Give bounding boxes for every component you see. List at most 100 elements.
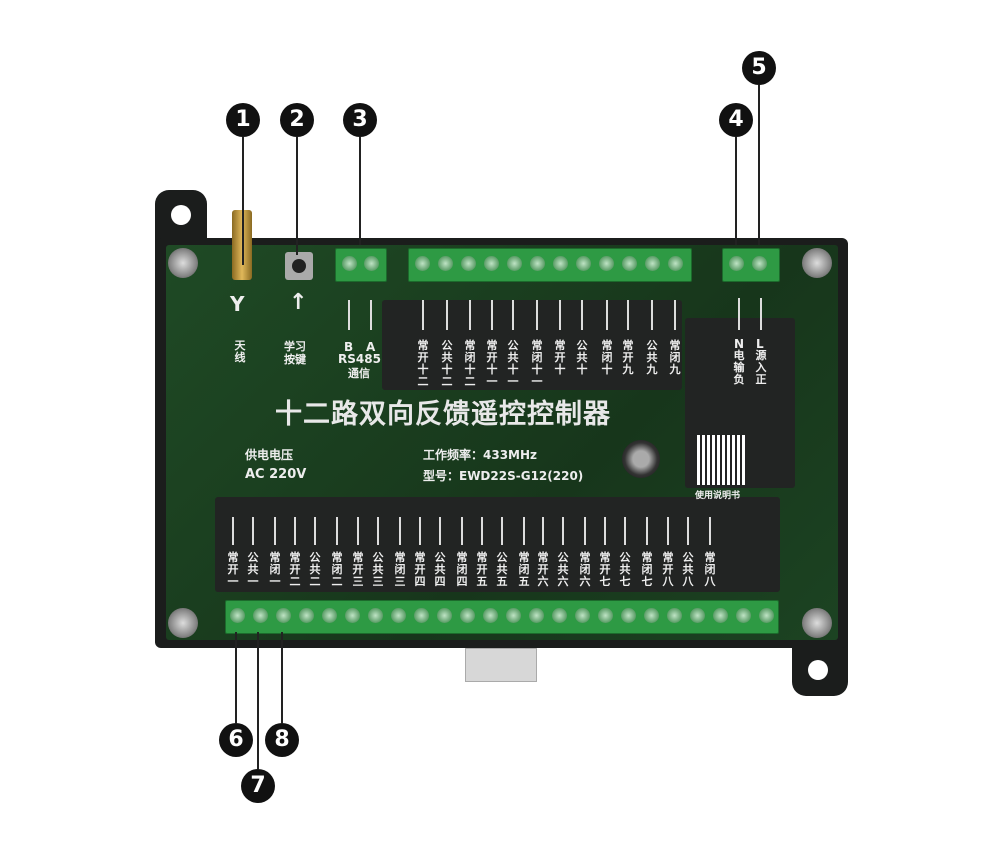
terminal-screw[interactable] <box>438 256 453 271</box>
contact-symbol <box>512 300 514 330</box>
relay-terminal-label: 常开四 <box>414 551 426 588</box>
terminal-screw[interactable] <box>736 608 751 623</box>
terminal-screw[interactable] <box>364 256 379 271</box>
relay-terminal-label: 公共二 <box>309 551 321 588</box>
callout-1: 1 <box>226 103 260 137</box>
terminal-screw[interactable] <box>529 608 544 623</box>
terminal-screw[interactable] <box>576 256 591 271</box>
callout-8: 8 <box>265 723 299 757</box>
contact-symbol <box>651 300 653 330</box>
terminal-screw[interactable] <box>342 256 357 271</box>
contact-symbol <box>536 300 538 330</box>
contact-symbol <box>314 517 316 545</box>
terminal-screw[interactable] <box>729 256 744 271</box>
terminal-screw[interactable] <box>299 608 314 623</box>
terminal-screw[interactable] <box>368 608 383 623</box>
supply-label: 供电电压 <box>245 448 294 462</box>
contact-symbol <box>674 300 676 330</box>
terminal-screw[interactable] <box>414 608 429 623</box>
terminal-screw[interactable] <box>415 256 430 271</box>
terminal-screw[interactable] <box>230 608 245 623</box>
terminal-screw[interactable] <box>276 608 291 623</box>
n-line <box>738 298 740 330</box>
terminal-screw[interactable] <box>598 608 613 623</box>
callout-leader <box>235 632 237 723</box>
mount-hole <box>171 205 191 225</box>
antenna-icon: Y <box>230 292 245 316</box>
terminal-screw[interactable] <box>507 256 522 271</box>
relay-terminal-label: 公共十一 <box>507 339 519 388</box>
contact-symbol <box>377 517 379 545</box>
terminal-screw[interactable] <box>461 256 476 271</box>
callout-5: 5 <box>742 51 776 85</box>
relay-terminal-label: 常闭三 <box>394 551 406 588</box>
terminal-screw[interactable] <box>484 256 499 271</box>
terminal-screw[interactable] <box>322 608 337 623</box>
supply-value: AC 220V <box>245 467 307 482</box>
terminal-screw[interactable] <box>759 608 774 623</box>
terminal-screw[interactable] <box>622 256 637 271</box>
terminal-screw[interactable] <box>460 608 475 623</box>
terminal-screw[interactable] <box>645 256 660 271</box>
terminal-screw[interactable] <box>437 608 452 623</box>
terminal-screw[interactable] <box>621 608 636 623</box>
relay-terminal-label: 常闭七 <box>641 551 653 588</box>
screw-icon <box>168 608 198 638</box>
relay-terminal-label: 常闭十一 <box>531 339 543 388</box>
contact-symbol <box>491 300 493 330</box>
relay-terminal-label: 公共三 <box>372 551 384 588</box>
relay-terminal-label: 常闭五 <box>518 551 530 588</box>
relay-terminal-label: 常开十一 <box>486 339 498 388</box>
terminal-screw[interactable] <box>599 256 614 271</box>
terminal-screw[interactable] <box>391 608 406 623</box>
contact-symbol <box>523 517 525 545</box>
relay-terminal-label: 公共七 <box>619 551 631 588</box>
contact-symbol <box>461 517 463 545</box>
terminal-screw[interactable] <box>644 608 659 623</box>
relay-1-8-terminal <box>225 600 779 634</box>
contact-symbol <box>606 300 608 330</box>
terminal-screw[interactable] <box>506 608 521 623</box>
rs485-a-label: A <box>366 340 376 354</box>
rs485-label: RS485 <box>338 352 381 366</box>
terminal-screw[interactable] <box>345 608 360 623</box>
relay-terminal-label: 公共一 <box>247 551 259 588</box>
terminal-screw[interactable] <box>668 256 683 271</box>
terminal-screw[interactable] <box>552 608 567 623</box>
terminal-screw[interactable] <box>253 608 268 623</box>
n-chars: 电输负 <box>733 349 745 386</box>
terminal-screw[interactable] <box>690 608 705 623</box>
qr-code <box>697 435 747 485</box>
relay-terminal-label: 常开九 <box>622 339 634 376</box>
relay-terminal-label: 公共五 <box>496 551 508 588</box>
terminal-screw[interactable] <box>553 256 568 271</box>
callout-leader <box>242 137 244 265</box>
rs485-b-line <box>348 300 350 330</box>
relay-terminal-label: 公共十 <box>576 339 588 376</box>
terminal-screw[interactable] <box>752 256 767 271</box>
relay-terminal-label: 公共十二 <box>441 339 453 388</box>
relay-terminal-label: 常开七 <box>599 551 611 588</box>
contact-symbol <box>446 300 448 330</box>
contact-symbol <box>294 517 296 545</box>
relay-terminal-label: 常闭四 <box>456 551 468 588</box>
callout-leader <box>359 137 361 245</box>
learn-button[interactable] <box>285 252 313 280</box>
terminal-screw[interactable] <box>575 608 590 623</box>
terminal-screw[interactable] <box>713 608 728 623</box>
contact-symbol <box>667 517 669 545</box>
contact-symbol <box>252 517 254 545</box>
relay-terminal-label: 常开十二 <box>417 339 429 388</box>
contact-symbol <box>646 517 648 545</box>
terminal-screw[interactable] <box>530 256 545 271</box>
callout-6: 6 <box>219 723 253 757</box>
contact-symbol <box>559 300 561 330</box>
model-text: 型号：EWD22S-G12(220) <box>423 469 584 483</box>
callout-leader <box>281 632 283 723</box>
relay-terminal-label: 常开五 <box>476 551 488 588</box>
terminal-screw[interactable] <box>667 608 682 623</box>
l-label: L <box>756 337 764 351</box>
terminal-screw[interactable] <box>483 608 498 623</box>
contact-symbol <box>584 517 586 545</box>
